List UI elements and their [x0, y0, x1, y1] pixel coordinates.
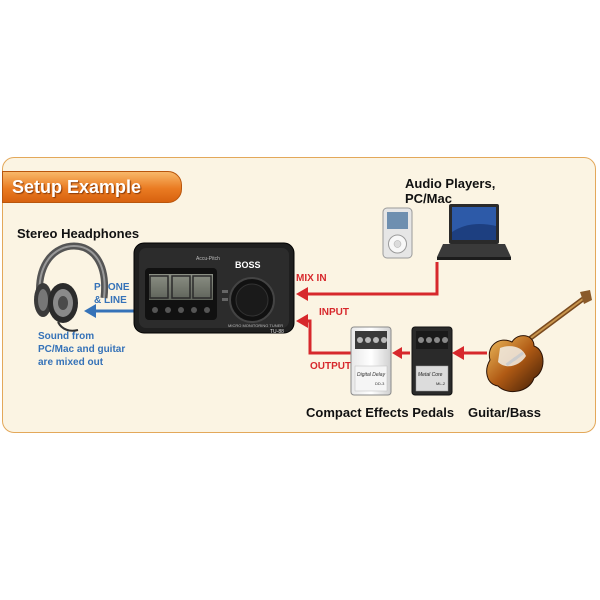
tuner-device: BOSS Accu-Pitch MICRO MONITORING TUNER T… [133, 242, 295, 335]
pedal-2-name: Metal Core [418, 372, 443, 378]
pedal-2-code: ML-2 [436, 381, 446, 386]
guitar-bass-label: Guitar/Bass [468, 405, 541, 420]
phone-line-label-1: PHONE [94, 282, 130, 293]
phone-line-arrow [84, 304, 134, 318]
ipod-icon [382, 207, 413, 259]
compact-effects-pedals-label: Compact Effects Pedals [306, 405, 455, 420]
guitar-to-pedal-arrow [452, 346, 487, 360]
input-label: INPUT [319, 307, 349, 318]
input-arrow [296, 314, 357, 355]
audio-players-label-line1: Audio Players, [405, 176, 496, 191]
tuner-model: TU-88 [270, 329, 284, 335]
audio-players-label-line2: PC/Mac [405, 191, 452, 206]
mixed-out-note-1: Sound from [38, 331, 95, 342]
pedal-1-name: Digital Delay [357, 372, 386, 378]
pedal-digital-delay: Digital Delay DD-3 [350, 326, 392, 396]
pedal-1-code: DD-3 [375, 381, 385, 386]
headphones-icon [34, 242, 109, 332]
stereo-headphones-label: Stereo Headphones [17, 226, 140, 241]
guitar-icon [486, 290, 592, 393]
laptop-icon [437, 204, 511, 260]
tuner-brand: BOSS [235, 260, 261, 270]
output-label: OUTPUT [310, 361, 352, 372]
tuner-subtitle: MICRO MONITORING TUNER [228, 323, 283, 328]
phone-line-label-2: & LINE [94, 295, 127, 306]
mixed-out-note-3: are mixed out [38, 357, 104, 368]
mixed-out-note-2: PC/Mac and guitar [38, 344, 126, 355]
tuner-accu-pitch: Accu-Pitch [196, 256, 220, 262]
page-title: Setup Example [12, 177, 142, 197]
title-tab [2, 171, 182, 203]
mix-in-label: MIX IN [296, 273, 327, 284]
pedal-metal-core: Metal Core ML-2 [411, 326, 453, 396]
mix-in-arrow [296, 262, 439, 301]
pedal-link-arrow [392, 347, 410, 359]
